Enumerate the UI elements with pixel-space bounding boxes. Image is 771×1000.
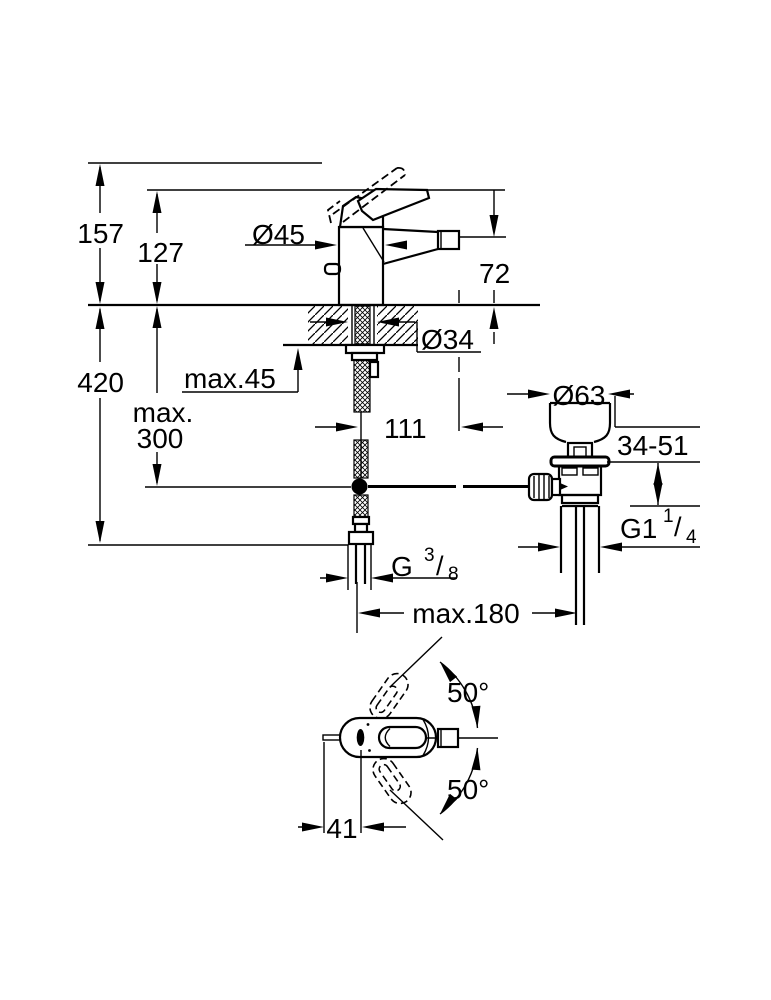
handle-raised-dashed <box>326 166 406 224</box>
handle-swing-lower-dashed <box>372 757 412 805</box>
dim-dia45-label: Ø45 <box>252 219 305 250</box>
waste-thread-label: G1 1 / 4 <box>620 506 697 548</box>
dim-max180-label: max.180 <box>412 598 519 629</box>
faucet-top-outline <box>322 716 498 759</box>
angle-lower-label: 50° <box>447 774 489 805</box>
svg-text:1: 1 <box>663 506 674 527</box>
supply-tube <box>354 544 367 584</box>
spout-top <box>382 227 439 234</box>
swing-angle-annotation <box>389 636 481 841</box>
faucet-body <box>323 166 461 307</box>
svg-text:3: 3 <box>424 545 435 566</box>
dim-max300-label-line2: 300 <box>137 423 184 454</box>
dim-111-label: 111 <box>384 413 427 444</box>
svg-text:G1: G1 <box>620 513 657 544</box>
pop-up-rod <box>145 485 530 488</box>
waste-drainpipe <box>574 506 586 625</box>
dimension-lines <box>95 164 700 618</box>
dim-157-label: 157 <box>77 218 124 249</box>
dim-72-label: 72 <box>479 258 510 289</box>
dim-dia34-label: Ø34 <box>421 324 474 355</box>
pop-up-rod-top <box>322 734 341 741</box>
handle-swing-upper-dashed <box>369 672 409 720</box>
dim-41 <box>298 742 406 833</box>
pop-up-knob-top <box>356 729 365 746</box>
dim-dia63-label: Ø63 <box>553 380 606 411</box>
dim-max300-label-line1: max. <box>133 397 194 428</box>
aerator <box>436 229 461 251</box>
supply-thread-label: G 3 / 8 <box>391 545 459 585</box>
pop-up-waste-valve <box>527 401 612 625</box>
svg-text:/: / <box>436 551 444 581</box>
dim-34-51-label: 34-51 <box>617 430 689 461</box>
pop-up-knob <box>323 262 342 276</box>
top-view: 50° 50° 41 <box>298 636 498 844</box>
supply-hose-assembly <box>344 305 386 584</box>
extension-lines <box>88 162 700 633</box>
handle-lever <box>356 187 431 222</box>
angle-upper-label: 50° <box>447 677 489 708</box>
svg-text:8: 8 <box>448 564 459 585</box>
valve-flange <box>549 455 611 468</box>
svg-text:4: 4 <box>686 527 697 548</box>
dim-41-label: 41 <box>326 813 357 844</box>
mounting-nut <box>344 343 386 355</box>
svg-text:/: / <box>674 512 682 542</box>
hose-connector-nut <box>347 530 375 546</box>
rod-ball-joint <box>351 478 368 495</box>
spout-bottom <box>382 247 439 266</box>
side-view: 157 127 420 max. 300 max.45 Ø45 72 Ø34 1… <box>77 162 700 633</box>
dim-max45-label: max.45 <box>184 363 276 394</box>
dim-127-label: 127 <box>137 237 184 268</box>
waste-tailpipe <box>559 506 601 573</box>
svg-text:G: G <box>391 551 413 582</box>
dim-420-label: 420 <box>77 367 124 398</box>
